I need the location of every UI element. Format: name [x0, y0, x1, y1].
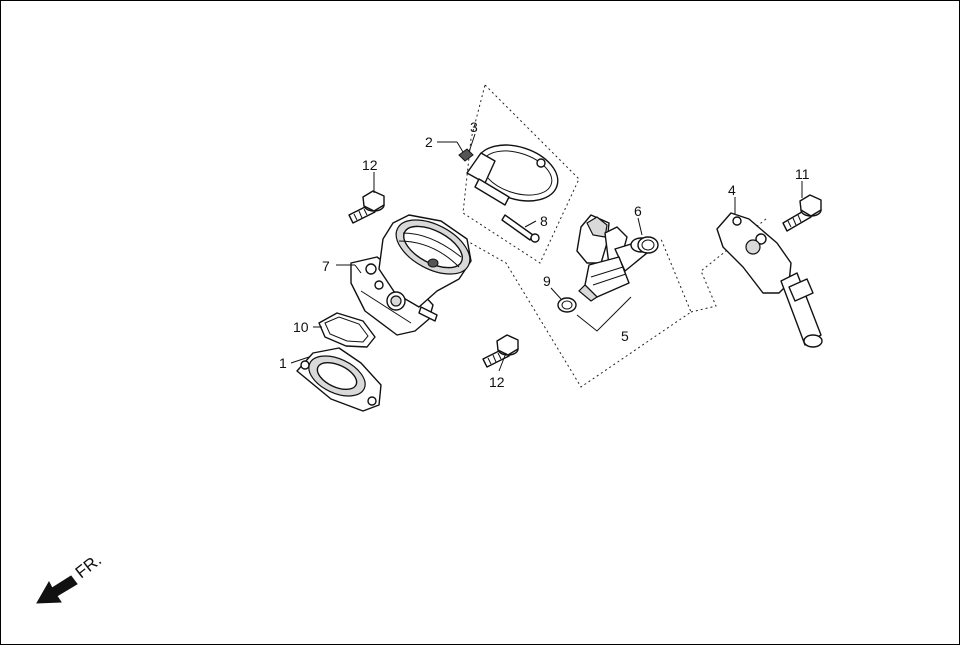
callout-8: 8 [540, 213, 548, 229]
callout-5: 5 [621, 328, 629, 344]
fuel-rail-joint [716, 212, 823, 348]
flange-bolt-upper [348, 190, 385, 224]
callout-1: 1 [279, 355, 287, 371]
leader-lines [290, 133, 803, 372]
throttle-body [350, 214, 472, 336]
callout-2: 2 [425, 134, 433, 150]
callout-11: 11 [795, 166, 810, 182]
callout-10: 10 [293, 319, 309, 335]
callout-6: 6 [634, 203, 642, 219]
o-ring-upper [637, 236, 659, 254]
flange-bolt-lower [482, 334, 519, 368]
throttle-gasket [318, 312, 376, 348]
clip-nut [458, 148, 474, 162]
callout-4: 4 [728, 182, 736, 198]
front-label: FR. [72, 550, 105, 582]
o-ring-lower [557, 297, 577, 313]
callout-3: 3 [470, 119, 478, 135]
band-clamp [466, 144, 559, 206]
injector-assembly-outline [452, 232, 692, 388]
callout-7: 7 [322, 258, 330, 274]
callout-9: 9 [543, 273, 551, 289]
clamp-group-outline [462, 84, 580, 264]
front-direction-arrow-icon [36, 575, 78, 604]
callout-12a: 12 [362, 157, 378, 173]
callout-12b: 12 [489, 374, 505, 390]
insulator-plate [296, 347, 382, 412]
pin [501, 214, 540, 243]
mount-bolt [782, 194, 822, 232]
